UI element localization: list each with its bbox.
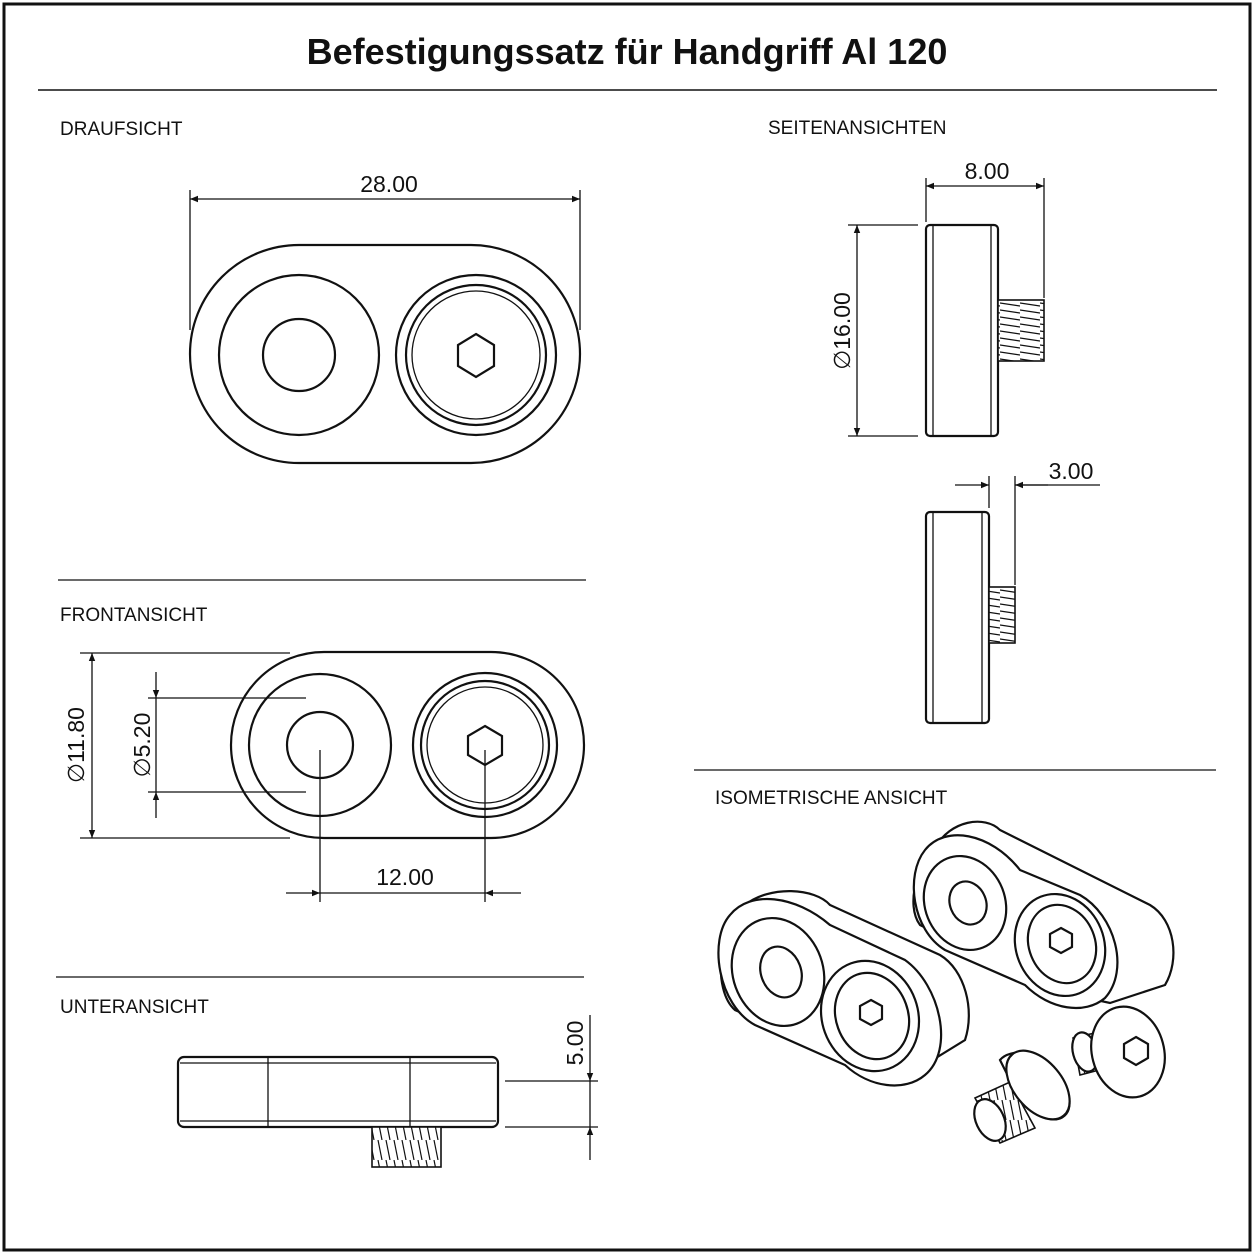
iso-back-hex-socket-icon [1048,926,1074,955]
iso-screw-2 [1071,1005,1166,1099]
top-view: 28.00 [188,171,582,465]
iso-back-hole-left [948,880,988,926]
side1-body [924,223,1000,438]
iso-screw1-thread-hatch [975,1082,1035,1143]
iso-front-hex-socket-icon [858,998,884,1027]
front-view: ∅11.80 ∅5.20 12.00 [63,650,586,902]
iso-screw2-hex-socket-icon [1122,1035,1150,1067]
side2-thread-hatch [989,587,1015,643]
iso-view [717,820,1175,1145]
dim-diameter-16: ∅16.00 [829,292,855,370]
iso-block-front [717,890,970,1087]
view-label-side: SEITENANSICHTEN [768,118,946,139]
dim-hole-spacing: 12.00 [376,864,434,890]
dim-diameter-5-2: ∅5.20 [129,713,155,778]
view-label-front: FRONTANSICHT [60,605,208,626]
side1-thread-hatch [998,300,1044,361]
dim-diameter-11-8: ∅11.80 [63,707,89,783]
bottom-body-outline [176,1055,500,1129]
dim-length: 28.00 [360,171,418,197]
side2-body [924,510,991,725]
bottom-view: 5.00 [176,1015,598,1168]
iso-front-hole-left [759,945,803,999]
top-screw-head-inner [411,290,541,420]
view-label-bottom: UNTERANSICHT [60,997,209,1018]
iso-screw-1 [973,1049,1071,1145]
view-label-iso: ISOMETRISCHE ANSICHT [715,788,948,809]
iso-block-back [912,820,1175,1010]
side-view-2: 3.00 [924,458,1100,725]
top-left-hole [261,317,337,393]
bottom-thread-hatch [372,1127,441,1167]
iso-screw1-thread-end [973,1098,1007,1142]
side-view-1: 8.00 ∅16.00 [829,158,1045,438]
view-label-top: DRAUFSICHT [60,119,183,140]
dim-height: 5.00 [562,1021,588,1066]
page-title: Befestigungssatz für Handgriff Al 120 [307,31,948,72]
top-hex-socket-icon [456,332,496,379]
dim-thread-length: 3.00 [1049,458,1094,484]
dim-side-width: 8.00 [965,158,1010,184]
iso-screw1-head [1005,1049,1071,1121]
